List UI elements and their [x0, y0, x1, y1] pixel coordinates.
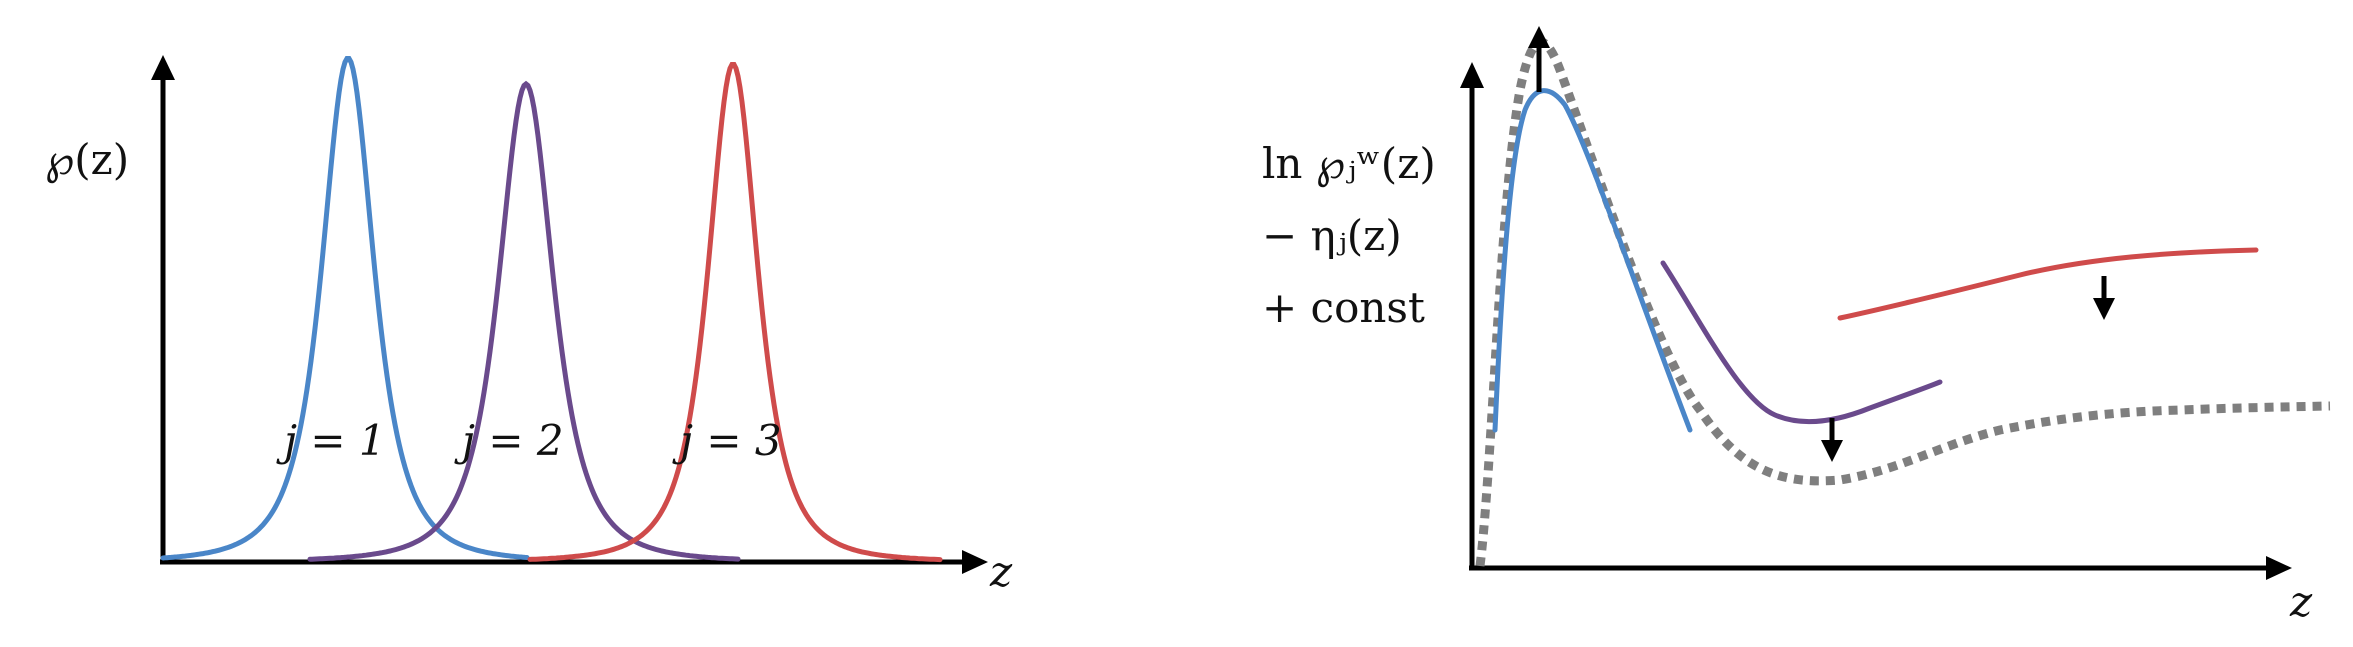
curve-j1 [160, 56, 530, 561]
red-segment [1837, 247, 2259, 321]
down-arrow-icon [2093, 276, 2115, 320]
curve-label-j2: j = 2 [454, 416, 564, 465]
blue-segment [1492, 88, 1693, 433]
right-y-label-line3: + const [1262, 283, 1425, 332]
purple-segment [1660, 260, 1943, 425]
left-x-label: z [989, 547, 1013, 596]
down-arrow-icon [1821, 418, 1843, 462]
right-y-label-line1: ln ℘ⱼʷ(z) [1262, 139, 1436, 188]
left-y-axis-arrowhead [151, 55, 175, 80]
right-x-label: z [2289, 577, 2313, 626]
curve-label-j1: j = 1 [276, 416, 386, 465]
up-arrow-icon [1528, 26, 1550, 92]
right-y-axis-arrowhead [1460, 62, 1484, 88]
curve-label-j3: j = 3 [672, 416, 782, 465]
right-y-label-line2: − ηⱼ(z) [1262, 211, 1402, 260]
right-panel: ln ℘ⱼʷ(z) − ηⱼ(z) + const z [1262, 26, 2331, 626]
dotted-combined-curve [1475, 37, 2331, 567]
curve-j2 [307, 80, 741, 562]
left-x-axis-arrowhead [962, 550, 988, 574]
left-y-label: ℘(z) [45, 135, 129, 184]
curve-j3 [527, 62, 943, 563]
right-x-axis-arrowhead [2266, 556, 2292, 580]
left-panel: ℘(z) z j = 1 j = 2 j = 3 [45, 55, 1013, 596]
